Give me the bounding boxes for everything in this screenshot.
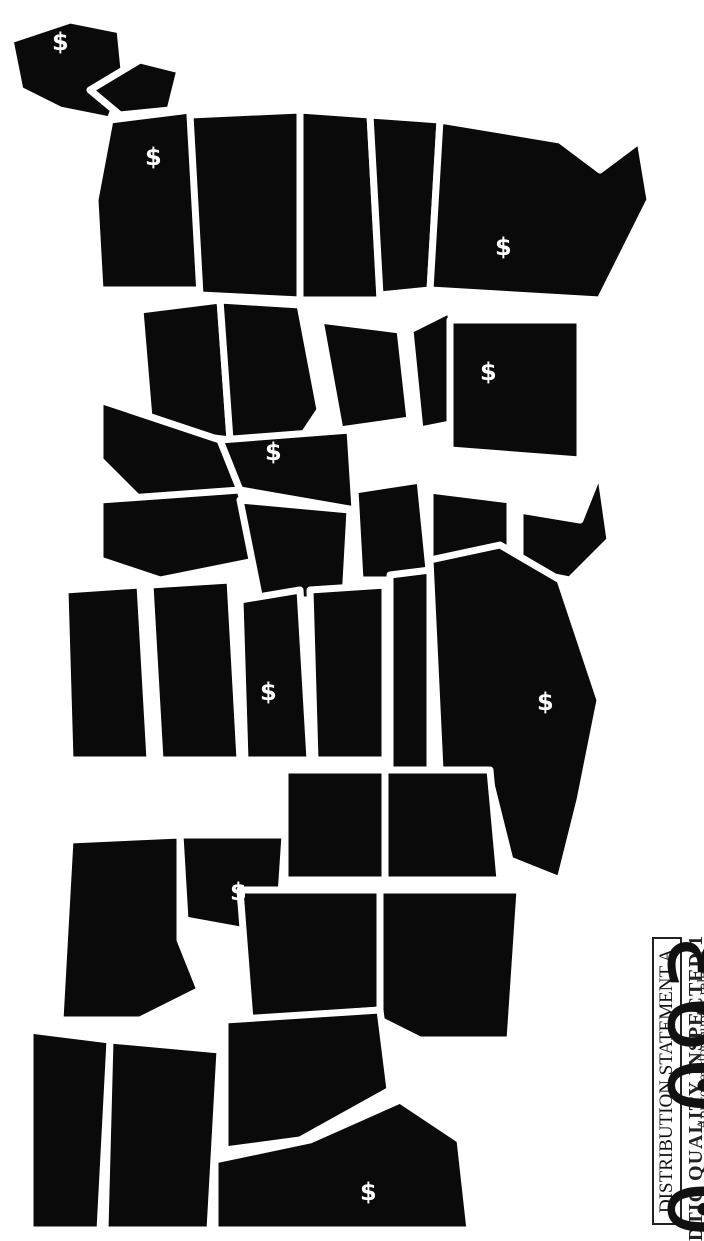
state-region [146, 576, 244, 764]
dollar-symbol: $ [230, 878, 247, 906]
dollar-symbol: $ [52, 28, 69, 56]
dollar-symbol: $ [537, 688, 554, 716]
dollar-symbol: $ [495, 233, 512, 261]
state-region [351, 476, 434, 584]
state-region [316, 316, 414, 434]
dollar-symbol: $ [360, 1178, 377, 1206]
state-region [101, 1036, 224, 1234]
state-region [61, 581, 154, 764]
dollar-symbol: $ [480, 358, 497, 386]
state-region [376, 886, 524, 1044]
state-region [381, 766, 504, 884]
state-region [96, 486, 264, 584]
document-number: 0 093 [650, 929, 704, 1238]
dollar-symbol: $ [145, 143, 162, 171]
state-region [446, 316, 584, 464]
state-region [86, 56, 184, 119]
state-region [306, 581, 389, 764]
state-region [426, 116, 654, 304]
state-region [186, 106, 304, 304]
state-region [216, 296, 324, 444]
state-region [236, 586, 314, 764]
state-region [236, 886, 384, 1024]
state-region [281, 766, 389, 884]
state-region [26, 1026, 114, 1234]
dollar-symbol: $ [260, 678, 277, 706]
dollar-symbol: $ [265, 438, 282, 466]
state-region [296, 106, 384, 304]
state-region [91, 106, 204, 294]
state-region [221, 1006, 394, 1154]
state-region [386, 566, 434, 774]
state-region [211, 1096, 474, 1234]
